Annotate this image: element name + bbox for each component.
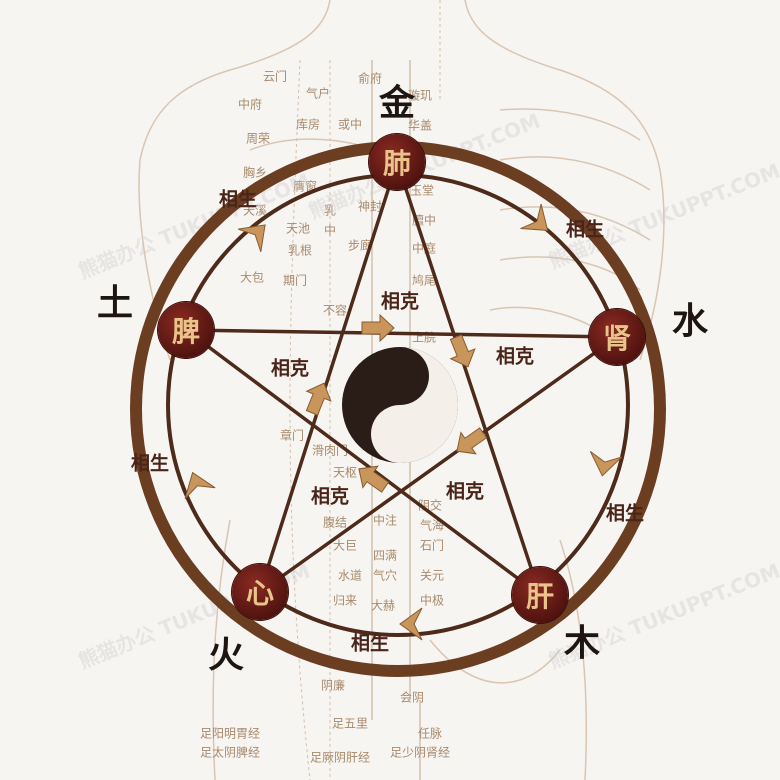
acupoint-label: 大赫 <box>370 598 396 613</box>
restrain-line <box>184 328 542 597</box>
acupoint-label: 水道 <box>337 568 363 583</box>
acupoint-label: 中 <box>323 223 337 238</box>
acupoint-label: 足五里 <box>331 716 369 731</box>
generate-arrow-icon <box>238 224 266 252</box>
acupoint-label: 不容 <box>322 303 348 318</box>
element-water: 水 <box>671 300 709 342</box>
acupoint-label: 归来 <box>332 593 358 608</box>
restrain-line <box>258 335 619 594</box>
element-fire: 火 <box>207 634 245 676</box>
restrain-label: 相克 <box>380 290 420 313</box>
restrain-label: 相克 <box>310 485 350 508</box>
acupoint-label: 玉堂 <box>409 183 435 198</box>
acupoint-label: 神封 <box>357 199 383 214</box>
acupoint-label: 天溪 <box>242 203 268 218</box>
restrain-line <box>258 161 399 593</box>
acupoint-label: 足厥阴肝经 <box>309 750 371 765</box>
acupoint-label: 关元 <box>419 568 445 583</box>
acupoint-label: 中府 <box>237 97 263 112</box>
acupoint-label: 周荣 <box>245 131 271 146</box>
acupoint-label: 足太阴脾经 <box>199 745 261 760</box>
organ-heart: 心 <box>232 564 288 620</box>
acupoint-label: 足少阴肾经 <box>389 745 451 760</box>
yin-yang-icon <box>342 347 458 463</box>
acupoint-label: 或中 <box>337 117 363 132</box>
acupoint-label: 天枢 <box>332 465 358 480</box>
generate-label: 相生 <box>218 188 258 211</box>
acupoint-label: 四满 <box>372 548 398 563</box>
generate-arrow-icon <box>520 203 549 231</box>
restrain-arrow-icon <box>361 313 395 343</box>
acupoint-label: 期门 <box>282 273 308 288</box>
restrain-arrow-icon <box>449 334 476 368</box>
element-wood: 木 <box>563 622 601 664</box>
generate-arrow-icon <box>589 451 623 477</box>
restrain-arrow-icon <box>305 382 332 416</box>
restrain-arrow-icon <box>456 427 488 455</box>
generate-label: 相生 <box>350 632 390 655</box>
acupoint-label: 任脉 <box>417 726 443 741</box>
restrain-line <box>185 328 618 339</box>
acupoint-label: 大包 <box>239 270 265 285</box>
acupoint-label: 滑肉门 <box>311 443 349 458</box>
generate-label: 相生 <box>130 452 170 475</box>
acupoint-label: 鸠尾 <box>411 273 437 288</box>
restrain-arrow-icon <box>358 465 390 493</box>
organ-kidney: 肾 <box>589 309 645 365</box>
organ-spleen: 脾 <box>158 302 214 358</box>
restrain-label: 相克 <box>270 357 310 380</box>
generate-label: 相生 <box>565 218 605 241</box>
acupoint-label: 气户 <box>305 86 331 101</box>
acupoint-label: 足阳明胃经 <box>199 726 261 741</box>
acupoint-label: 乳 <box>323 203 337 218</box>
acupoint-label: 胸乡 <box>242 165 268 180</box>
organ-liver: 肝 <box>512 567 568 623</box>
restrain-label: 相克 <box>495 345 535 368</box>
acupoint-label: 云门 <box>262 69 288 84</box>
element-metal: 金 <box>378 82 416 124</box>
acupoint-label: 俞府 <box>357 71 383 86</box>
acupoint-label: 大巨 <box>332 538 358 553</box>
restrain-label: 相克 <box>445 480 485 503</box>
acupoint-label: 阴廉 <box>320 678 346 693</box>
acupoint-label: 乳根 <box>287 243 313 258</box>
restrain-line <box>395 161 542 596</box>
acupoint-label: 气穴 <box>372 568 398 583</box>
acupoint-label: 璇玑 <box>407 88 433 103</box>
acupoint-label: 章门 <box>279 428 305 443</box>
acupoint-label: 库房 <box>295 117 321 132</box>
acupoint-label: 天池 <box>285 221 311 236</box>
acupoint-label: 石门 <box>419 538 445 553</box>
acupoint-label: 中注 <box>372 513 398 528</box>
element-earth: 土 <box>96 282 134 324</box>
generate-arrow-icon <box>184 471 216 500</box>
acupoint-label: 步廊 <box>347 238 373 253</box>
generate-arrow-icon <box>399 607 423 641</box>
acupoint-label: 腹结 <box>322 515 348 530</box>
acupoint-label: 会阴 <box>399 690 425 705</box>
acupoint-label: 中极 <box>419 593 445 608</box>
acupoint-label: 气海 <box>419 518 445 533</box>
acupoint-label: 华盖 <box>407 118 433 133</box>
organ-lung: 肺 <box>369 134 425 190</box>
generate-label: 相生 <box>605 502 645 525</box>
